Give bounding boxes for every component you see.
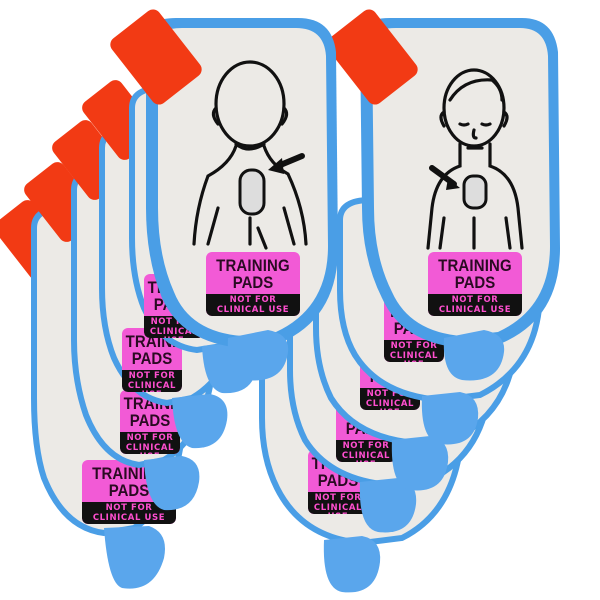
pad-shape: [326, 9, 560, 381]
pad-shape: [110, 9, 338, 381]
electrode-pad-icon: [238, 168, 266, 216]
tail-tab: [443, 330, 505, 381]
tail-tab: [227, 330, 289, 381]
red-tab: [110, 9, 202, 105]
back-view-figure-icon: [192, 60, 308, 250]
electrode-pad-icon: [462, 174, 488, 210]
child-figure-icon: [426, 68, 524, 250]
red-tab: [326, 9, 418, 105]
